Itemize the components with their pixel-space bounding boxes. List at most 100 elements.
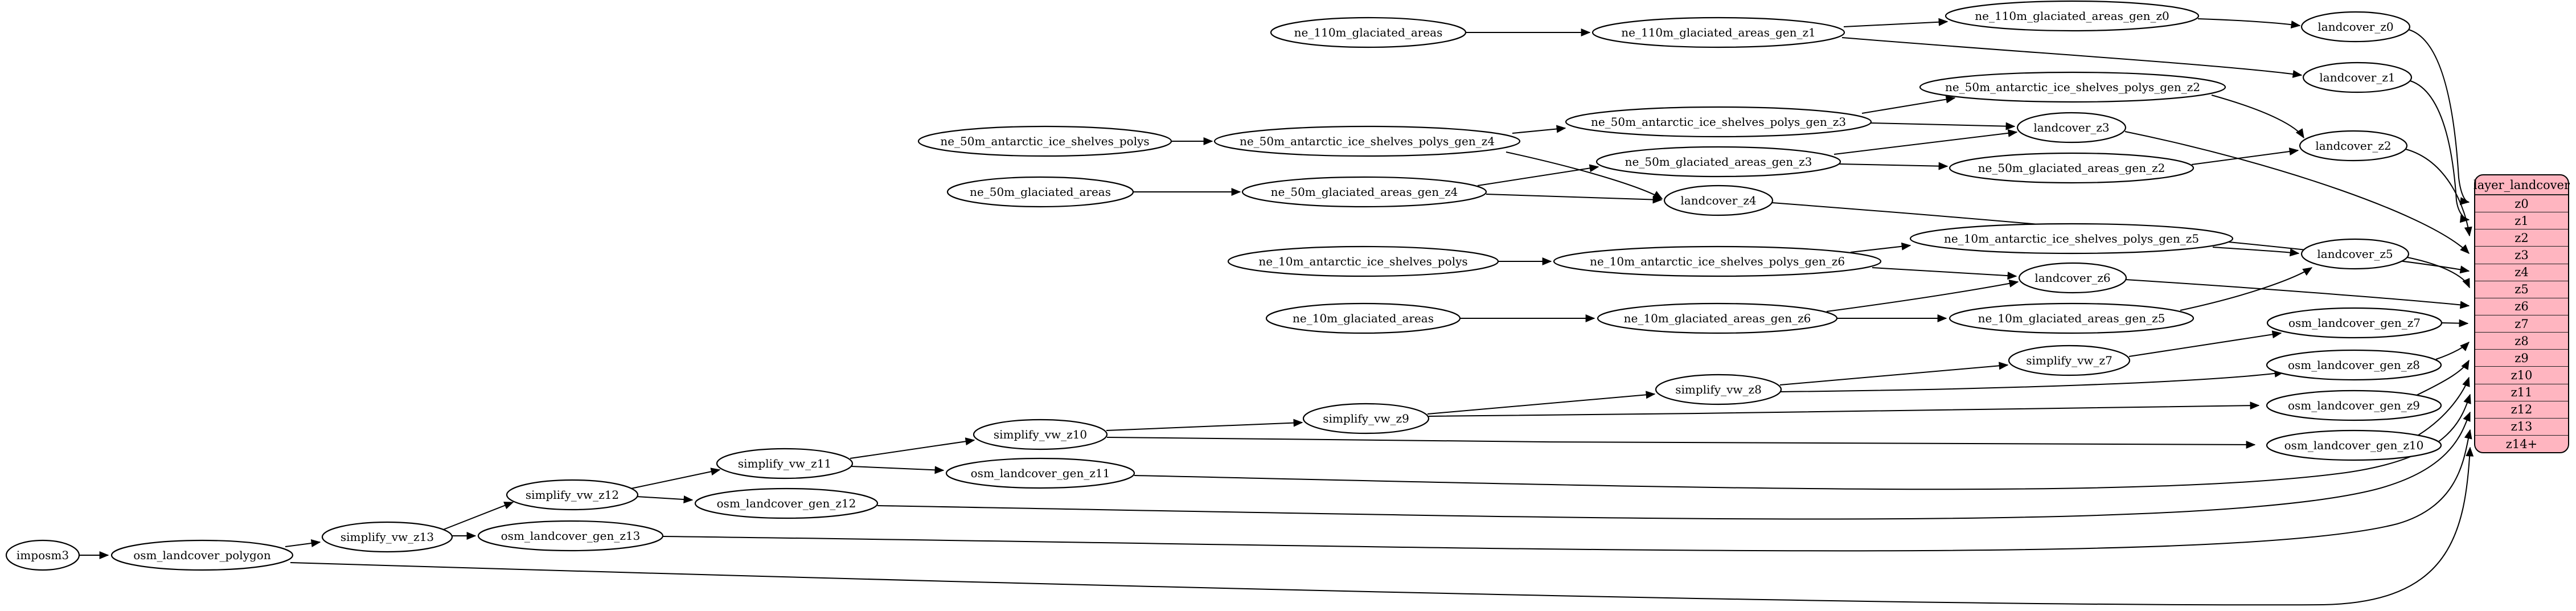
svg-text:ne_50m_antarctic_ice_shelves_p: ne_50m_antarctic_ice_shelves_polys: [940, 134, 1149, 148]
edge-landcover_z3-to-row-z3: [2124, 131, 2470, 254]
edge-shelves_gen_z4-to-shelves_gen_z3: [1512, 125, 1566, 134]
edge-simplify_vw_z9-to-simplify_vw_z8: [1427, 391, 1656, 415]
node-landcover_z6: landcover_z6: [2018, 262, 2127, 294]
svg-text:imposm3: imposm3: [17, 548, 69, 562]
edge-gen_z0-to-landcover_z0: [2197, 18, 2301, 28]
edge-simplify_vw_z11-to-simplify_vw_z10: [850, 437, 975, 459]
edge-shelves10_gen_z6-to-landcover_z6: [1872, 267, 2017, 280]
edge-shelves10_gen_z5-to-landcover_z5: [2212, 247, 2300, 257]
edge-glaciated10_gen_z5-to-landcover_z5: [2180, 267, 2313, 311]
layer-table-row-z9: z9: [2475, 350, 2568, 367]
svg-text:ne_50m_antarctic_ice_shelves_p: ne_50m_antarctic_ice_shelves_polys_gen_z…: [1240, 134, 1495, 148]
node-landcover_z4: landcover_z4: [1663, 184, 1774, 216]
edge-osm_landcover_gen_z10-to-row-z10: [2416, 376, 2470, 437]
edge-landcover_z0-to-row-z0: [2408, 29, 2470, 206]
svg-text:osm_landcover_gen_z13: osm_landcover_gen_z13: [501, 529, 641, 543]
edge-osm_landcover_gen_z13-to-row-z13: [662, 429, 2472, 552]
node-ne_110m_glaciated_areas_gen_z1: ne_110m_glaciated_areas_gen_z1: [1591, 17, 1845, 48]
node-ne_50m_antarctic_ice_shelves_polys: ne_50m_antarctic_ice_shelves_polys: [917, 125, 1172, 157]
node-imposm3: imposm3: [5, 539, 80, 571]
node-osm_landcover_gen_z13: osm_landcover_gen_z13: [477, 520, 664, 552]
svg-text:ne_50m_antarctic_ice_shelves_p: ne_50m_antarctic_ice_shelves_polys_gen_z…: [1591, 115, 1846, 129]
layer-table-row-z5: z5: [2475, 281, 2568, 298]
svg-text:landcover_z1: landcover_z1: [2319, 71, 2395, 84]
edge-simplify_vw_z11-to-osm_landcover_gen_z11: [851, 466, 945, 474]
layer-landcover-table: layer_landcover z0 z1 z2 z3 z4 z5 z6 z7 …: [2474, 174, 2570, 453]
node-ne_50m_glaciated_areas_gen_z3: ne_50m_glaciated_areas_gen_z3: [1595, 146, 1841, 178]
svg-text:landcover_z5: landcover_z5: [2317, 247, 2393, 261]
edge-simplify_vw_z12-to-osm_landcover_gen_z12: [636, 495, 694, 504]
edge-shelves_gen_z4-to-landcover_z4: [1506, 151, 1663, 199]
svg-text:osm_landcover_gen_z11: osm_landcover_gen_z11: [971, 466, 1110, 480]
layer-table-row-z8: z8: [2475, 333, 2568, 350]
svg-text:ne_110m_glaciated_areas: ne_110m_glaciated_areas: [1294, 26, 1443, 39]
edge-glaciated50_gen_z3-to-landcover_z3: [1833, 129, 2018, 155]
svg-text:ne_10m_antarctic_ice_shelves_p: ne_10m_antarctic_ice_shelves_polys_gen_z…: [1944, 232, 2199, 245]
layer-table-row-z10: z10: [2475, 367, 2568, 384]
node-ne_10m_antarctic_ice_shelves_polys_gen_z6: ne_10m_antarctic_ice_shelves_polys_gen_z…: [1553, 245, 1882, 277]
edges: [79, 18, 2474, 606]
svg-text:ne_10m_glaciated_areas_gen_z5: ne_10m_glaciated_areas_gen_z5: [1978, 311, 2165, 325]
svg-text:landcover_z3: landcover_z3: [2033, 121, 2109, 134]
svg-text:osm_landcover_gen_z8: osm_landcover_gen_z8: [2288, 358, 2420, 372]
node-ne_110m_glaciated_areas: ne_110m_glaciated_areas: [1270, 17, 1467, 48]
node-osm_landcover_gen_z10: osm_landcover_gen_z10: [2266, 429, 2442, 461]
edge-shelves10_gen_z6-to-shelves10_gen_z5: [1850, 242, 1912, 253]
svg-text:osm_landcover_gen_z9: osm_landcover_gen_z9: [2288, 399, 2420, 412]
node-simplify_vw_z13: simplify_vw_z13: [321, 521, 453, 553]
node-ne_50m_glaciated_areas: ne_50m_glaciated_areas: [946, 176, 1134, 208]
node-ne_10m_antarctic_ice_shelves_polys_gen_z5: ne_10m_antarctic_ice_shelves_polys_gen_z…: [1909, 223, 2234, 255]
node-osm_landcover_gen_z8: osm_landcover_gen_z8: [2266, 349, 2442, 381]
svg-text:simplify_vw_z13: simplify_vw_z13: [341, 530, 434, 544]
node-ne_50m_antarctic_ice_shelves_polys_gen_z4: ne_50m_antarctic_ice_shelves_polys_gen_z…: [1213, 125, 1521, 157]
svg-text:ne_50m_glaciated_areas_gen_z2: ne_50m_glaciated_areas_gen_z2: [1978, 161, 2165, 175]
edge-shelves_gen_z3-to-shelves_gen_z2: [1861, 95, 1956, 114]
node-landcover_z0: landcover_z0: [2300, 11, 2411, 43]
edge-simplify_vw_z13-to-simplify_vw_z12: [441, 502, 514, 531]
svg-text:ne_10m_glaciated_areas_gen_z6: ne_10m_glaciated_areas_gen_z6: [1624, 311, 1811, 325]
node-osm_landcover_polygon: osm_landcover_polygon: [110, 539, 294, 571]
edge-gen_z1-to-landcover_z1: [1841, 37, 2303, 78]
edge-simplify_vw_z9-to-osm_landcover_gen_z9: [1428, 401, 2260, 417]
layer-table-row-z2: z2: [2475, 229, 2568, 247]
node-ne_50m_antarctic_ice_shelves_polys_gen_z3: ne_50m_antarctic_ice_shelves_polys_gen_z…: [1565, 106, 1872, 138]
svg-text:ne_50m_antarctic_ice_shelves_p: ne_50m_antarctic_ice_shelves_polys_gen_z…: [1945, 80, 2200, 94]
edge-landcover_z6-to-row-z6: [2125, 279, 2470, 309]
edge-osm_landcover_polygon-to-simplify_vw_z13: [285, 539, 321, 547]
node-ne_50m_antarctic_ice_shelves_polys_gen_z2: ne_50m_antarctic_ice_shelves_polys_gen_z…: [1919, 71, 2226, 103]
svg-text:simplify_vw_z9: simplify_vw_z9: [1323, 412, 1409, 425]
nodes: imposm3 osm_landcover_polygon simplify_v…: [5, 0, 2443, 571]
svg-text:landcover_z6: landcover_z6: [2034, 271, 2110, 285]
node-simplify_vw_z11: simplify_vw_z11: [716, 448, 854, 479]
layer-table-row-z12: z12: [2475, 401, 2568, 419]
svg-text:ne_10m_antarctic_ice_shelves_p: ne_10m_antarctic_ice_shelves_polys_gen_z…: [1590, 255, 1845, 268]
svg-text:osm_landcover_gen_z7: osm_landcover_gen_z7: [2288, 316, 2421, 330]
layer-table-row-z4: z4: [2475, 264, 2568, 281]
svg-text:ne_10m_glaciated_areas: ne_10m_glaciated_areas: [1293, 311, 1434, 325]
svg-text:ne_50m_glaciated_areas: ne_50m_glaciated_areas: [970, 185, 1111, 199]
edge-landcover_z5-to-row-z5: [2407, 257, 2470, 289]
node-simplify_vw_z9: simplify_vw_z9: [1302, 403, 1430, 434]
svg-text:osm_landcover_gen_z10: osm_landcover_gen_z10: [2284, 438, 2424, 452]
svg-text:landcover_z0: landcover_z0: [2317, 20, 2393, 34]
edge-osm_landcover_gen_z8-to-row-z8: [2435, 342, 2470, 360]
svg-text:simplify_vw_z11: simplify_vw_z11: [738, 457, 831, 470]
edge-shelves_gen_z2-to-landcover_z2: [2211, 95, 2304, 139]
edge-glaciated50_gen_z4-to-landcover_z4: [1486, 194, 1663, 204]
node-ne_50m_glaciated_areas_gen_z2: ne_50m_glaciated_areas_gen_z2: [1949, 152, 2194, 184]
node-osm_landcover_gen_z12: osm_landcover_gen_z12: [694, 487, 879, 519]
edge-osm_landcover_gen_z12-to-row-z12: [877, 411, 2471, 520]
edge-glaciated50_gen_z2-to-landcover_z2: [2191, 147, 2299, 165]
node-simplify_vw_z8: simplify_vw_z8: [1655, 374, 1782, 405]
edge-glaciated10_gen_z6-to-landcover_z6: [1826, 279, 2019, 312]
node-simplify_vw_z10: simplify_vw_z10: [973, 419, 1108, 450]
svg-text:simplify_vw_z10: simplify_vw_z10: [994, 428, 1087, 441]
layer-table-row-z14plus: z14+: [2505, 437, 2538, 451]
layer-table-row-z3: z3: [2475, 247, 2568, 264]
layer-table-row-z0: z0: [2475, 195, 2568, 213]
node-simplify_vw_z7: simplify_vw_z7: [2008, 345, 2131, 376]
node-ne_10m_glaciated_areas: ne_10m_glaciated_areas: [1265, 302, 1461, 334]
edge-glaciated50_gen_z3-to-glaciated50_gen_z2: [1839, 162, 1949, 170]
svg-text:ne_50m_glaciated_areas_gen_z3: ne_50m_glaciated_areas_gen_z3: [1625, 155, 1812, 169]
